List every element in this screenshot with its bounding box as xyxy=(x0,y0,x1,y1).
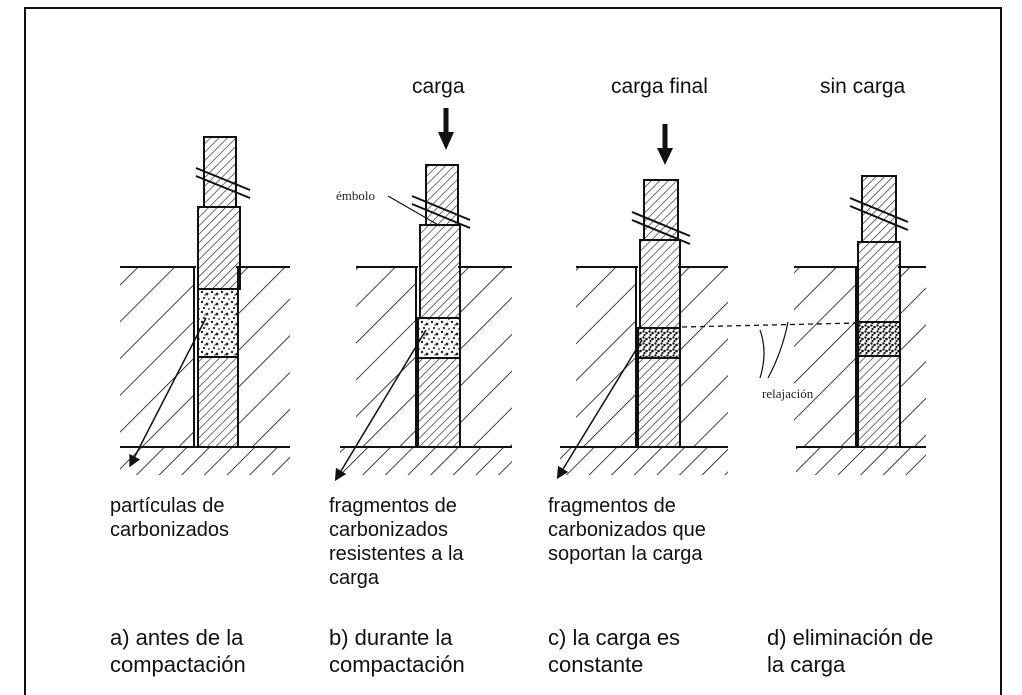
powder-c xyxy=(637,327,681,359)
upper-punch-c xyxy=(631,179,691,329)
powder-a xyxy=(197,288,239,358)
powder-d xyxy=(857,321,901,357)
plunger-leader xyxy=(387,195,441,227)
leader-line-c xyxy=(556,339,643,480)
die-block-a xyxy=(120,266,290,447)
die-block-d xyxy=(794,266,926,447)
leader-line-a xyxy=(129,317,207,468)
note-b: fragmentos de carbonizados resistentes a… xyxy=(329,495,464,589)
base-plate-a xyxy=(120,446,290,475)
caption-d: d) eliminación de la carga xyxy=(767,625,934,677)
panel-b: émbolo xyxy=(334,108,512,482)
caption-b: b) durante la compactación xyxy=(329,625,465,677)
lower-punch-c xyxy=(637,357,681,448)
upper-punch-b xyxy=(411,164,471,319)
panel-c xyxy=(556,124,728,480)
plunger-label: émbolo xyxy=(336,188,375,203)
figure-frame xyxy=(24,7,1002,695)
load-label-c: carga final xyxy=(611,75,708,98)
base-plate-c xyxy=(560,446,728,475)
base-plate-d xyxy=(796,446,926,475)
note-c: fragmentos de carbonizados que soportan … xyxy=(548,495,706,565)
upper-punch-a xyxy=(195,136,251,290)
caption-c: c) la carga es constante xyxy=(548,625,681,677)
upper-punch-d xyxy=(849,175,909,323)
relaxation-label: relajación xyxy=(762,386,814,401)
load-arrowhead-b xyxy=(438,132,454,150)
lower-punch-b xyxy=(417,357,461,448)
lower-punch-d xyxy=(857,355,901,448)
load-label-d: sin carga xyxy=(820,75,906,98)
panel-d: relajación xyxy=(759,175,926,475)
caption-a: a) antes de la compactación xyxy=(110,625,246,677)
panel-a xyxy=(120,136,290,475)
load-arrowhead-c xyxy=(657,148,673,165)
relaxation-curve-2 xyxy=(767,321,789,379)
die-block-c xyxy=(576,266,728,447)
powder-b xyxy=(417,317,461,359)
relaxation-curve-1 xyxy=(759,329,765,379)
note-a: partículas de carbonizados xyxy=(110,495,229,541)
base-plate-b xyxy=(340,446,512,475)
lower-punch-a xyxy=(197,356,239,448)
load-label-b: carga xyxy=(412,75,465,98)
leader-line-b xyxy=(334,329,427,482)
